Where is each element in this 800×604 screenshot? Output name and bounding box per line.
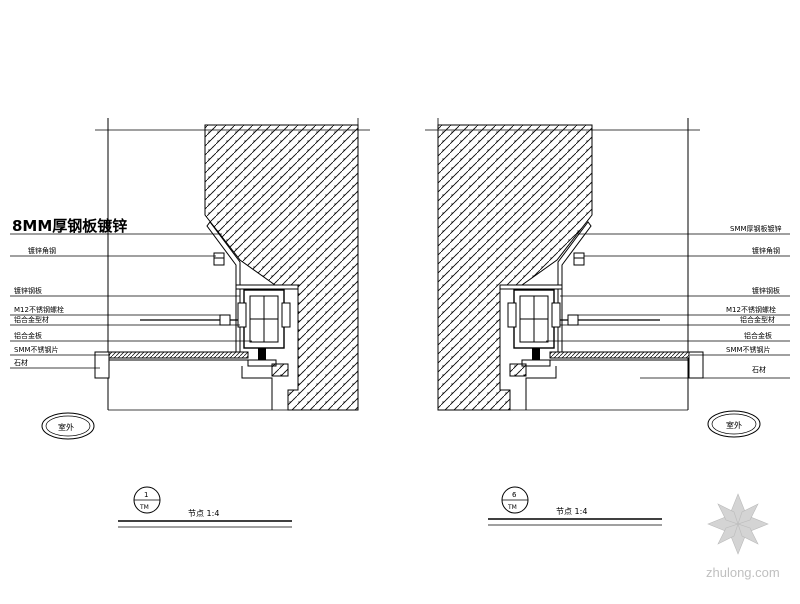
hanger-base bbox=[247, 359, 277, 367]
exterior-callout-inner bbox=[45, 415, 91, 437]
detail-title-label: 8MM厚钢板镀锌 bbox=[12, 217, 127, 235]
watermark-text: zhulong.com bbox=[706, 565, 780, 580]
watermark bbox=[707, 493, 769, 555]
material-label: 镀锌角钢 bbox=[28, 246, 56, 255]
scale-label: 节点 1:4 bbox=[188, 509, 219, 518]
aluminum-bracket bbox=[507, 289, 561, 349]
material-label: 石材 bbox=[14, 358, 28, 367]
material-label: M12不锈钢螺栓 bbox=[726, 305, 776, 314]
anchor-bolt bbox=[573, 252, 585, 266]
material-label: 铝合金板 bbox=[744, 331, 772, 340]
exterior-callout-inner bbox=[711, 413, 757, 435]
hanger-stem bbox=[532, 348, 540, 362]
material-label: 镀锌钢板 bbox=[752, 286, 780, 295]
material-label: M12不锈钢螺栓 bbox=[14, 305, 64, 314]
aluminum-bracket bbox=[237, 289, 291, 349]
material-label: 镀锌角钢 bbox=[752, 246, 780, 255]
stone-panel bbox=[103, 351, 249, 359]
galvanized-steel-plate bbox=[235, 284, 299, 290]
material-label: SMM不锈钢片 bbox=[726, 345, 771, 354]
section-sheet: TM bbox=[507, 504, 517, 511]
scale-label: 节点 1:4 bbox=[556, 507, 587, 516]
bolt-nut bbox=[219, 314, 231, 326]
sealant-joint bbox=[271, 363, 289, 377]
stone-edge-block bbox=[688, 351, 704, 379]
bolt-nut bbox=[567, 314, 579, 326]
galvanized-steel-plate bbox=[499, 284, 563, 290]
anchor-bolt bbox=[213, 252, 225, 266]
exterior-callout bbox=[707, 410, 761, 438]
left-detail: 8MM厚钢板镀锌 镀锌角钢 镀锌钢板 M12不锈钢螺栓 铝合金型材 铝合金板 S… bbox=[10, 118, 370, 528]
right-detail: SMM厚钢板镀锌 镀锌角钢 镀锌钢板 M12不锈钢螺栓 铝合金型材 铝合金板 S… bbox=[425, 118, 790, 526]
material-label: SMM不锈钢片 bbox=[14, 345, 59, 354]
material-label: SMM厚钢板镀锌 bbox=[730, 224, 782, 233]
lower-return-profile bbox=[241, 366, 273, 410]
sealant-joint bbox=[509, 363, 527, 377]
section-number: 6 bbox=[512, 491, 517, 499]
exterior-callout bbox=[41, 412, 95, 440]
watermark-logo-icon bbox=[707, 493, 769, 555]
concrete-wall bbox=[204, 124, 359, 411]
material-label: 铝合金型材 bbox=[740, 315, 775, 324]
exterior-callout-text: 室外 bbox=[726, 420, 742, 430]
material-label: 铝合金型材 bbox=[14, 315, 49, 324]
hanger-stem bbox=[258, 348, 266, 362]
lower-return-profile bbox=[525, 366, 557, 410]
section-number: 1 bbox=[144, 491, 148, 499]
material-label: 石材 bbox=[752, 365, 766, 374]
section-sheet: TM bbox=[139, 504, 149, 511]
stone-panel bbox=[549, 351, 695, 359]
material-label: 铝合金板 bbox=[14, 331, 42, 340]
hanger-base bbox=[521, 359, 551, 367]
stone-edge-block bbox=[94, 351, 110, 379]
exterior-callout-text: 室外 bbox=[58, 422, 74, 432]
material-label: 镀锌钢板 bbox=[14, 286, 42, 295]
